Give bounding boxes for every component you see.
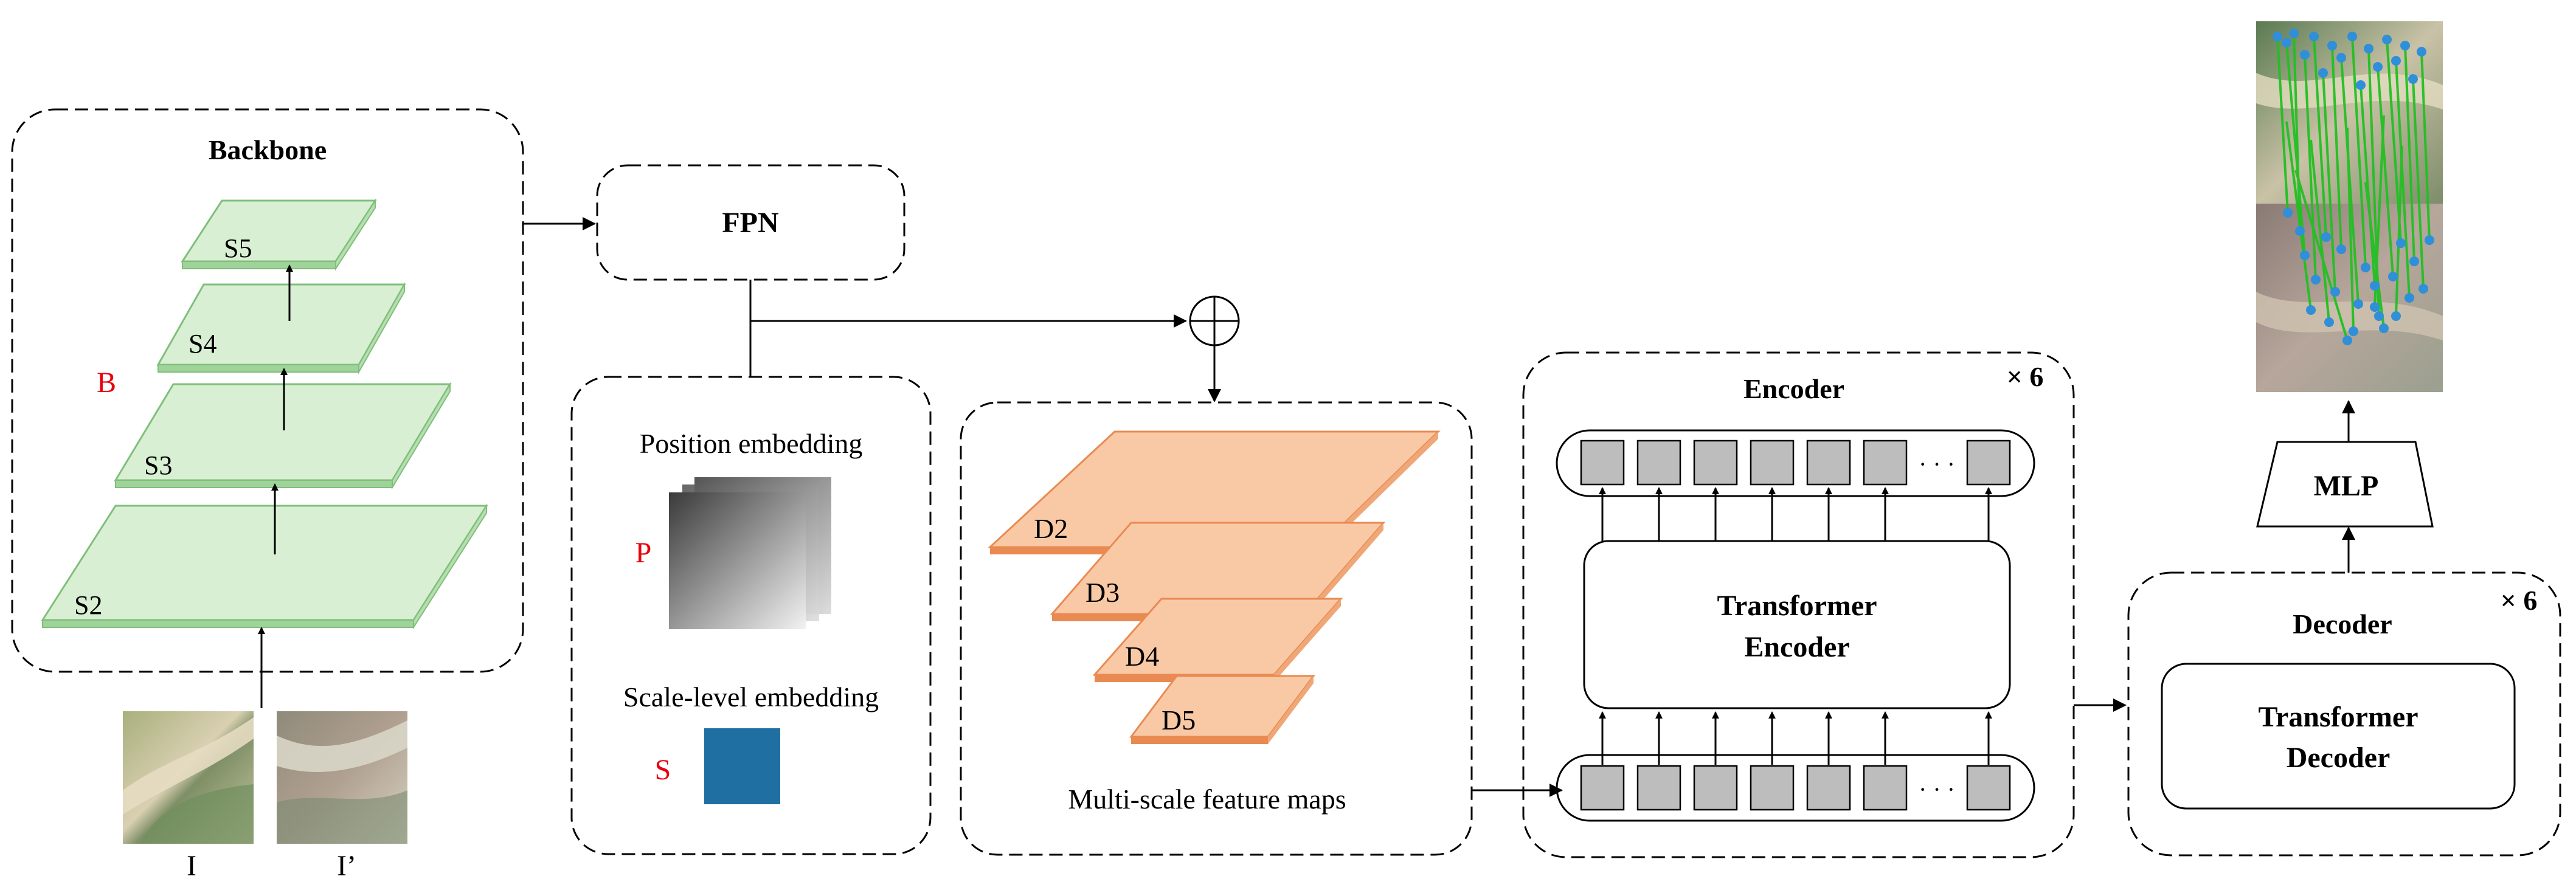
map-label-d3: D3 <box>1085 577 1120 608</box>
mlp-block: MLP <box>2256 441 2434 528</box>
position-symbol: P <box>635 537 652 569</box>
backbone-layer-s2: S2 <box>41 503 488 630</box>
input-image-i <box>123 711 254 844</box>
scale-embedding-title: Scale-level embedding <box>623 681 879 712</box>
transformer-encoder-block <box>1583 540 2011 709</box>
stage-label-s5: S5 <box>224 233 252 263</box>
encoder-output-row <box>1556 429 2035 497</box>
stage-label-s4: S4 <box>189 329 216 359</box>
fpn-box <box>596 164 905 281</box>
matching-result-image <box>2256 21 2443 392</box>
map-label-d4: D4 <box>1125 641 1159 672</box>
fpn-title: FPN <box>722 207 779 239</box>
mlp-label: MLP <box>2314 470 2379 502</box>
feature-map-d5: D5 <box>1129 675 1315 744</box>
decoder-box <box>2127 571 2561 857</box>
backbone-side-label: B <box>97 367 116 399</box>
input-label-i: I <box>187 850 196 882</box>
encoder-output-ellipsis: · · · <box>1919 450 1955 478</box>
decoder-title: Decoder <box>2293 609 2392 640</box>
backbone-layer-s5: S5 <box>181 198 377 271</box>
match-points <box>2273 29 2434 345</box>
transformer-decoder-block <box>2161 663 2516 810</box>
backbone-layer-s3: S3 <box>114 382 452 490</box>
encoder-up-arrows-top <box>1599 487 1992 541</box>
decoder-section: Decoder × 6 Transformer Decoder <box>2127 571 2561 857</box>
encoder-input-tokens <box>1580 765 2011 811</box>
scale-symbol: S <box>655 754 671 786</box>
stage-label-s2: S2 <box>74 590 102 620</box>
backbone-title: Backbone <box>209 134 327 165</box>
stage-label-s3: S3 <box>144 450 172 480</box>
transformer-decoder-line1: Transformer <box>2258 701 2418 733</box>
map-label-d5: D5 <box>1162 705 1196 736</box>
encoder-input-ellipsis: · · · <box>1919 776 1955 803</box>
embedding-section: Position embedding P Scale-level embeddi… <box>570 376 932 855</box>
encoder-output-tokens <box>1580 440 2011 486</box>
transformer-encoder-line1: Transformer <box>1717 590 1877 622</box>
position-embedding-title: Position embedding <box>640 428 863 459</box>
transformer-decoder-line2: Decoder <box>2287 742 2391 774</box>
backbone-layer-s4: S4 <box>156 282 406 374</box>
fpn-section: FPN <box>596 164 905 281</box>
input-image-i-prime <box>277 711 407 844</box>
feature-maps-box <box>960 401 1473 856</box>
map-label-d2: D2 <box>1034 513 1068 544</box>
match-lines <box>2276 33 2431 341</box>
feature-map-d4: D4 <box>1092 598 1343 682</box>
feature-maps-section: D2 D3 D4 D5 Multi-scale feature maps <box>960 401 1473 856</box>
backbone-box <box>11 108 524 673</box>
input-label-i-prime: I’ <box>337 850 356 882</box>
decoder-repeat: × 6 <box>2501 585 2538 616</box>
transformer-encoder-line2: Encoder <box>1744 631 1849 663</box>
encoder-up-arrows-bottom <box>1599 711 1992 765</box>
scale-embedding-block <box>704 728 780 804</box>
feature-maps-caption: Multi-scale feature maps <box>1068 784 1346 815</box>
embedding-box <box>570 376 932 855</box>
backbone-section: Backbone B S5 S4 S3 S2 <box>11 108 524 882</box>
encoder-input-row <box>1556 754 2035 822</box>
encoder-repeat: × 6 <box>2007 361 2044 392</box>
position-embedding-map <box>669 477 831 629</box>
encoder-section: Encoder × 6 · · · Transformer Encoder <box>1522 351 2075 858</box>
encoder-box <box>1522 351 2075 858</box>
sum-operator <box>1189 295 1240 347</box>
encoder-title: Encoder <box>1743 373 1844 404</box>
